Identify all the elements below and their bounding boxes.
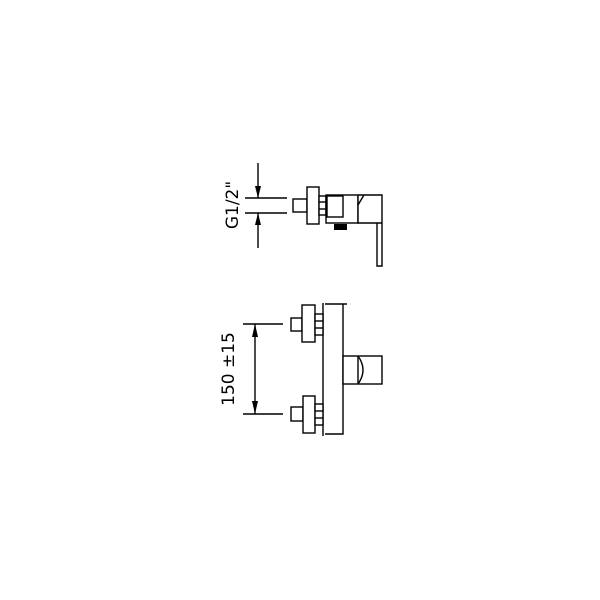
- nut: [318, 195, 327, 216]
- thread-dimension: G1/2": [223, 163, 287, 248]
- center-distance-label: 150 ±15: [219, 332, 239, 406]
- lever-handle: [357, 194, 383, 267]
- center-distance-dimension: 150 ±15: [219, 323, 283, 415]
- mixer-body: [325, 303, 347, 435]
- mixer-body: [325, 194, 359, 224]
- pipe-stub: [292, 198, 308, 213]
- front-view: 150 ±15: [219, 303, 383, 436]
- handle: [342, 355, 383, 385]
- upper-fitting: [290, 304, 324, 343]
- lower-fitting: [290, 395, 324, 434]
- outlet: [334, 224, 347, 230]
- flange: [306, 186, 320, 225]
- side-view: G1/2": [223, 163, 383, 267]
- thread-size-label: G1/2": [223, 181, 243, 229]
